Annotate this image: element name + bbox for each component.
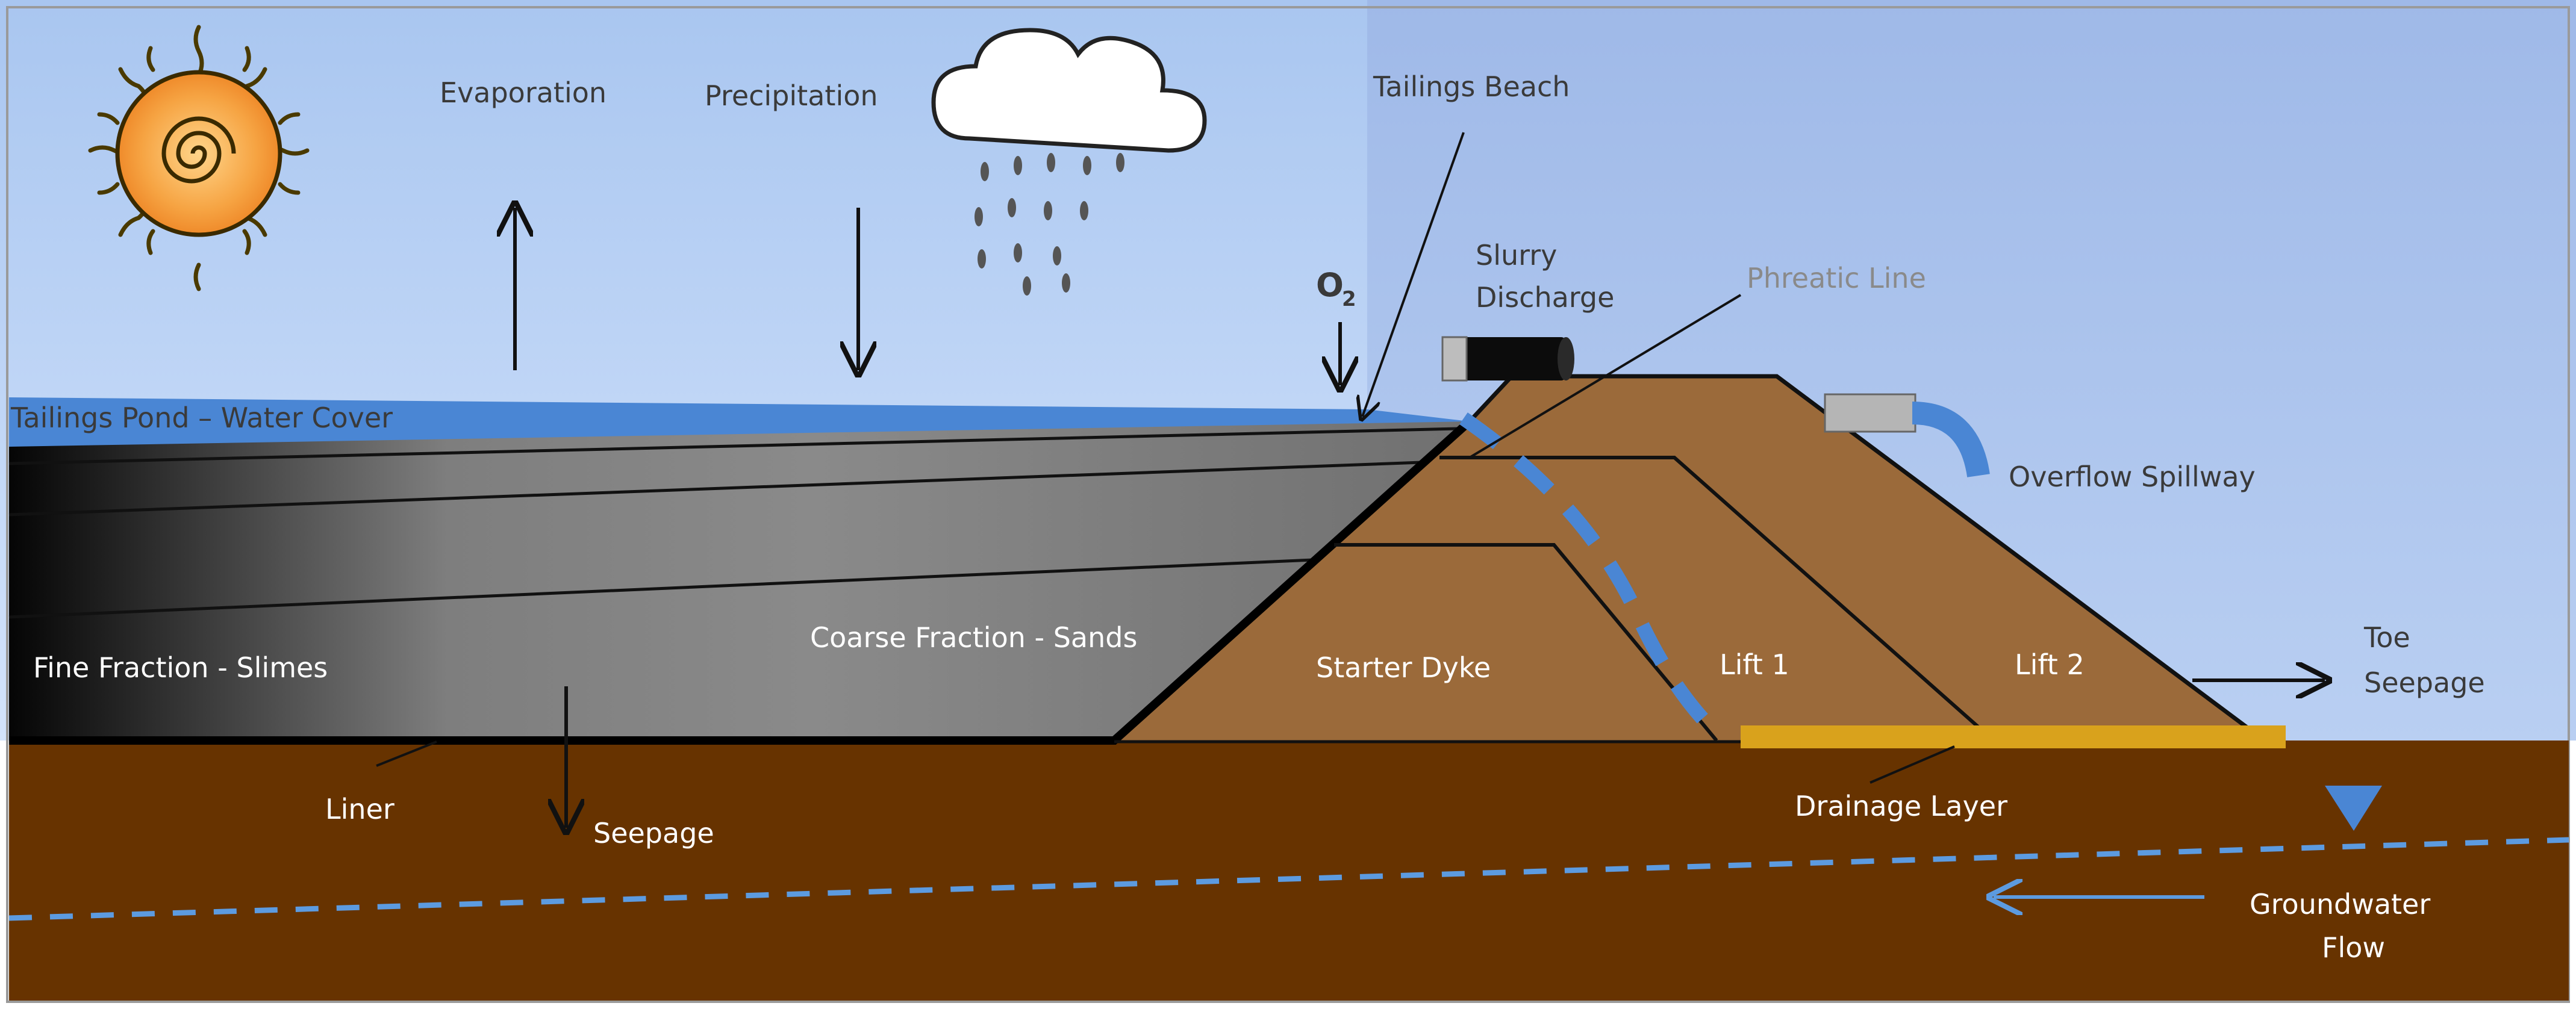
starter-dyke-boundary: [1334, 543, 1718, 742]
slurry-discharge-pipe: [1441, 336, 1574, 382]
water-table-marker-icon: [2325, 786, 2382, 831]
label-liner: Liner: [325, 793, 395, 825]
ground: [9, 740, 2569, 1001]
label-seepage: Seepage: [593, 817, 714, 849]
label-o2-subscript: 2: [1342, 287, 1356, 311]
label-evaporation: Evaporation: [440, 76, 607, 109]
label-toe-2: Seepage: [2364, 666, 2485, 699]
label-o2: O: [1316, 266, 1344, 304]
sun-icon: [88, 25, 310, 291]
label-coarse-fraction: Coarse Fraction - Sands: [810, 621, 1137, 654]
groundwater-table-line: [8, 837, 2569, 921]
overflow-spillway-pipe: [1824, 393, 1990, 478]
label-phreatic-line: Phreatic Line: [1747, 262, 1926, 294]
tailings-layer-2: [8, 461, 1422, 517]
label-overflow-spillway: Overflow Spillway: [2009, 461, 2256, 493]
label-groundwater-2: Flow: [2322, 931, 2385, 964]
label-slurry-2: Discharge: [1476, 281, 1614, 314]
label-tailings-pond: Tailings Pond – Water Cover: [10, 402, 393, 434]
rain-cloud-icon: [931, 28, 1207, 296]
label-precipitation: Precipitation: [705, 79, 878, 112]
label-fine-fraction: Fine Fraction - Slimes: [33, 651, 328, 684]
tailings-layer-3: [8, 558, 1314, 619]
label-toe-1: Toe: [2363, 621, 2410, 654]
liner-pointer: [376, 740, 437, 767]
label-slurry-1: Slurry: [1476, 239, 1557, 272]
drainage-layer: [1741, 725, 2286, 748]
label-tailings-beach: Tailings Beach: [1373, 70, 1570, 103]
label-lift2: Lift 2: [2015, 648, 2085, 681]
label-lift1: Lift 1: [1720, 648, 1789, 681]
label-groundwater-1: Groundwater: [2250, 888, 2430, 921]
dam-body: [1114, 376, 2265, 740]
label-starter-dyke: Starter Dyke: [1316, 651, 1491, 684]
frame-border: [6, 6, 2570, 1003]
tailings-beach-pointer: [1362, 132, 1465, 417]
phreatic-line: [1459, 412, 1722, 739]
lift1-boundary: [1439, 456, 1995, 742]
phreatic-pointer: [1468, 294, 1742, 459]
label-drainage-layer: Drainage Layer: [1795, 790, 2007, 822]
drainage-pointer: [1870, 745, 1955, 784]
tailings-layer-1: [8, 427, 1458, 465]
